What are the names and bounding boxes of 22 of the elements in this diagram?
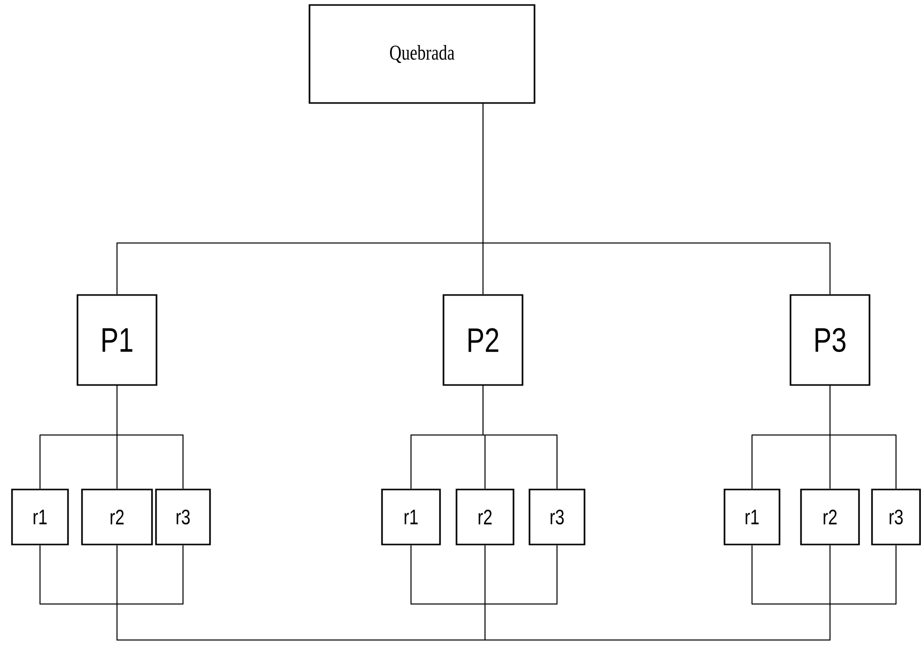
connector-line	[116, 544, 486, 640]
connector-line	[752, 544, 896, 604]
child-box: r3	[155, 488, 211, 546]
root-box: Quebrada	[308, 4, 536, 104]
child-box: r2	[800, 488, 860, 546]
child-box: r2	[81, 488, 153, 546]
child-box: r1	[11, 488, 69, 546]
parent-box: P1	[76, 294, 158, 386]
connector-line	[482, 385, 558, 490]
connector-line	[484, 544, 830, 640]
child-box: r3	[528, 488, 586, 546]
child-box: r1	[724, 488, 780, 546]
connector-line	[410, 544, 558, 604]
child-box: r3	[871, 488, 921, 546]
child-box: r1	[381, 488, 441, 546]
connector-line	[482, 103, 830, 295]
connector-line	[116, 385, 184, 490]
connector-line	[40, 544, 184, 604]
parent-box: P3	[790, 294, 870, 386]
connector-line	[830, 385, 896, 490]
parent-box: P2	[442, 294, 524, 386]
child-box: r2	[456, 488, 514, 546]
